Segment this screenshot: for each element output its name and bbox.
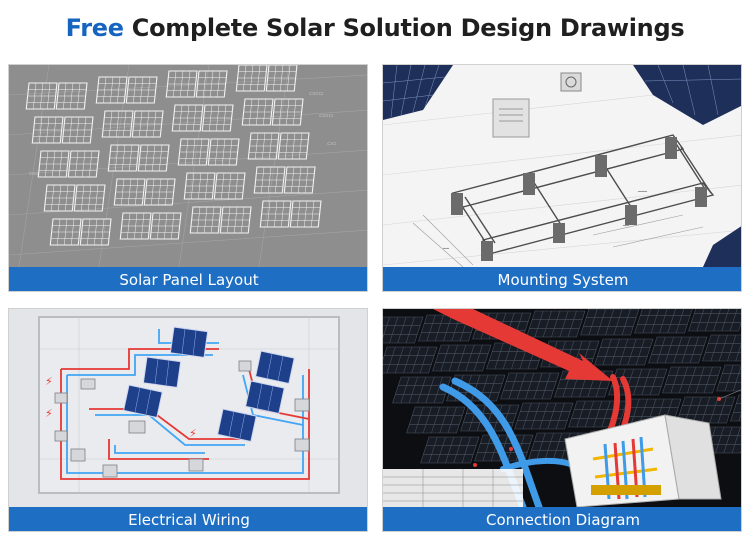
caption-electrical-wiring: Electrical Wiring — [9, 507, 367, 531]
red-flow-arrow — [433, 309, 613, 381]
caption-connection-diagram: Connection Diagram — [383, 507, 741, 531]
svg-text:▭▭: ▭▭ — [327, 141, 337, 147]
tile-mounting-system: ━━━━━━━ Mounting System — [382, 64, 742, 292]
svg-text:━━: ━━ — [442, 246, 450, 252]
junction-box — [564, 414, 722, 507]
title-accent: Free — [65, 14, 124, 42]
tile-solar-panel-layout: ▭▭▭ ▭▭▭ ▭▭ ▭▭ Solar Panel Layout — [8, 64, 368, 292]
solar-panel-layout-drawing: ▭▭▭ ▭▭▭ ▭▭ ▭▭ — [9, 65, 367, 267]
svg-text:━━━: ━━━ — [637, 189, 648, 195]
roof-panels-top-right — [633, 65, 741, 125]
tile-connection-diagram: Connection Diagram — [382, 308, 742, 532]
title-rest: Complete Solar Solution Design Drawings — [123, 14, 685, 42]
svg-text:⚡: ⚡ — [45, 375, 53, 388]
svg-text:▭▭▭: ▭▭▭ — [309, 91, 323, 97]
svg-text:⚡: ⚡ — [189, 427, 197, 440]
svg-text:━━: ━━ — [622, 223, 630, 229]
svg-text:⚡: ⚡ — [45, 407, 53, 420]
roof-panels-top-left — [383, 65, 453, 120]
electrical-wiring-drawing: ⚡ ⚡ ⚡ — [9, 309, 367, 507]
wiring-solar-panels — [123, 326, 295, 443]
mounting-system-drawing: ━━━━━━━ — [383, 65, 741, 267]
spec-table — [383, 469, 523, 507]
tile-electrical-wiring: ⚡ ⚡ ⚡ Electrical Wiring — [8, 308, 368, 532]
svg-text:▭▭▭: ▭▭▭ — [319, 113, 333, 119]
svg-text:▭▭: ▭▭ — [29, 171, 39, 177]
caption-mounting-system: Mounting System — [383, 267, 741, 291]
connection-diagram-drawing — [383, 309, 741, 507]
caption-solar-panel-layout: Solar Panel Layout — [9, 267, 367, 291]
page-title: Free Complete Solar Solution Design Draw… — [0, 14, 750, 42]
